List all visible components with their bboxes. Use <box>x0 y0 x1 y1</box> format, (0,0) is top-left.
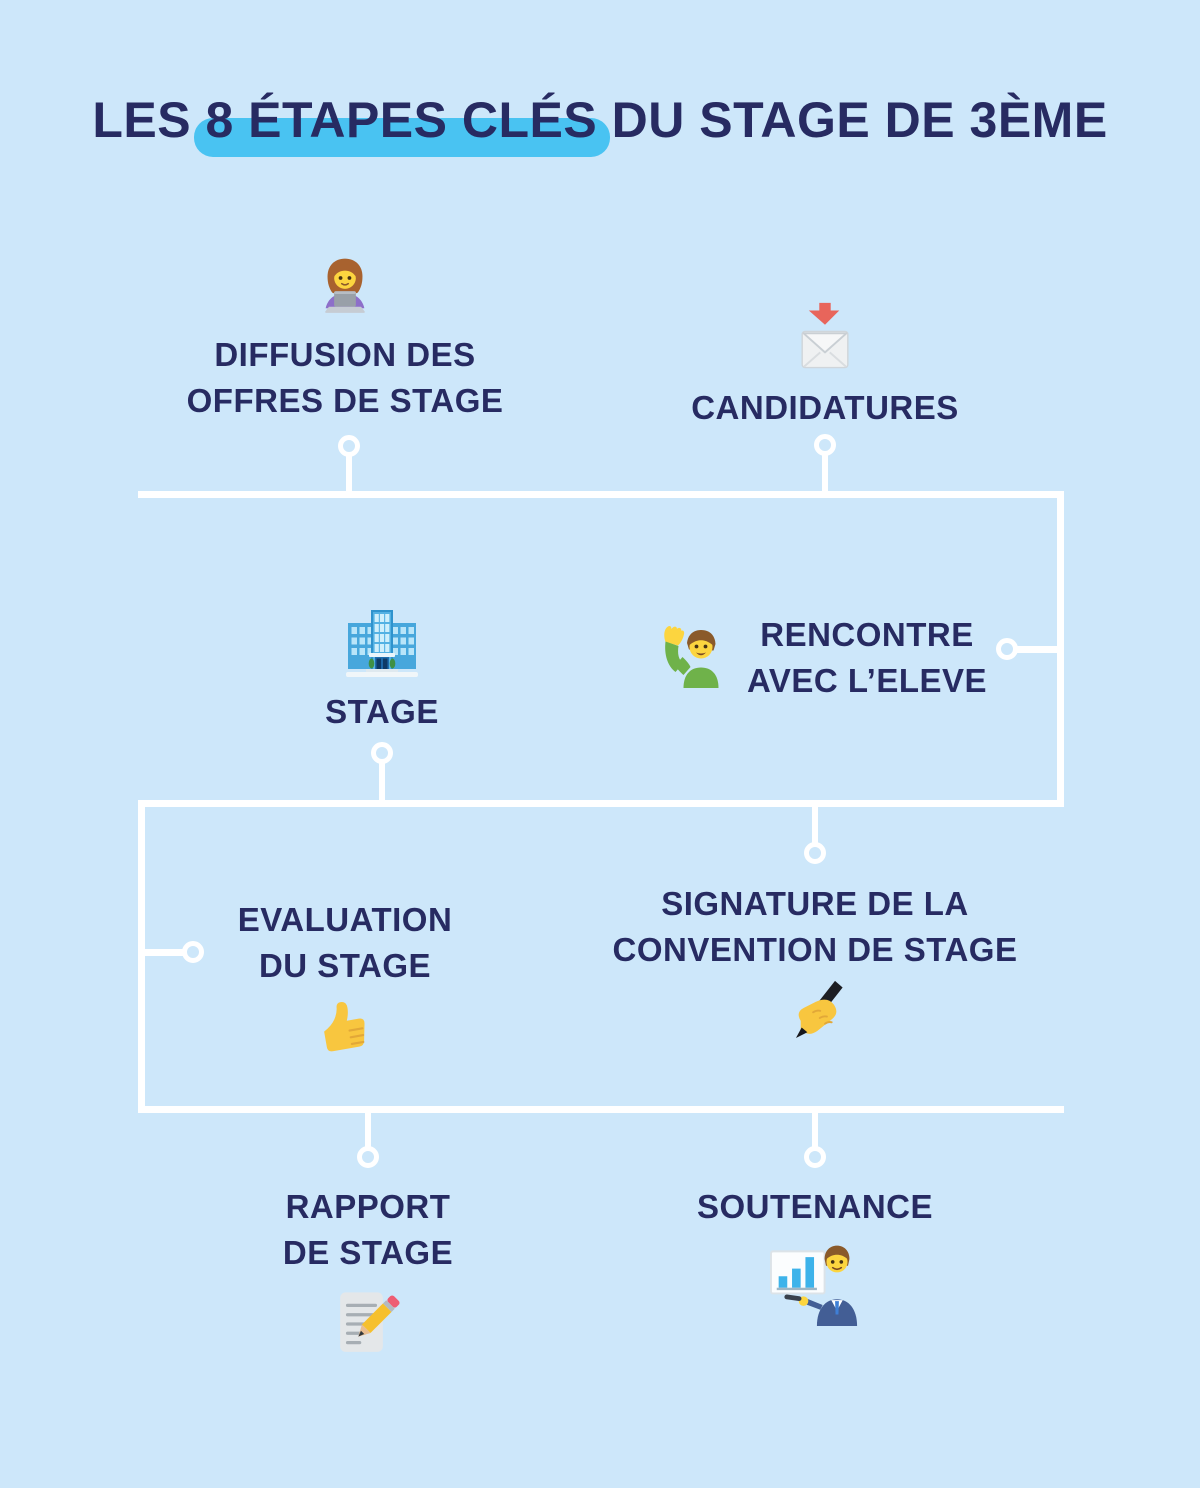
connector-line-right-vertical <box>1057 491 1064 807</box>
step-label-soutenance: SOUTENANCE <box>696 1188 934 1225</box>
step-label-signature: SIGNATURE DE LA CONVENTION DE STAGE <box>612 885 1018 968</box>
step-stage: STAGE <box>232 601 532 735</box>
step-rencontre-eleve: RENCONTRE AVEC L’ELEVE <box>622 612 1022 703</box>
connector-stem-rapport <box>365 1111 371 1147</box>
connector-node-diffusion <box>338 435 360 457</box>
connector-stem-candidatures <box>822 454 828 491</box>
connector-node-candidatures <box>814 434 836 456</box>
connector-node-soutenance <box>804 1146 826 1168</box>
memo-icon <box>340 1292 400 1352</box>
thumbs-up-icon <box>324 1002 365 1052</box>
connector-node-signature <box>804 842 826 864</box>
connector-line-row3 <box>138 1106 1064 1113</box>
title-suffix: DU STAGE DE 3ÈME <box>597 92 1108 148</box>
connector-node-rapport <box>357 1146 379 1168</box>
connector-line-left-vertical <box>138 800 145 1113</box>
connector-node-stage <box>371 742 393 764</box>
step-label-rapport: RAPPORT DE STAGE <box>282 1188 454 1271</box>
step-evaluation: EVALUATION DU STAGE <box>195 897 495 1060</box>
office-building-icon <box>346 610 418 677</box>
step-candidatures: CANDIDATURES <box>640 301 1010 431</box>
title-highlight: 8 ÉTAPES CLÉS <box>205 92 598 148</box>
connector-line-row2 <box>138 800 1064 807</box>
connector-stem-soutenance <box>812 1111 818 1147</box>
connector-stem-diffusion <box>346 455 352 491</box>
connector-node-evaluation <box>182 941 204 963</box>
step-label-candidatures: CANDIDATURES <box>691 389 959 426</box>
step-rapport: RAPPORT DE STAGE <box>218 1184 518 1363</box>
man-presenting-icon <box>770 1245 858 1326</box>
writing-hand-icon <box>795 980 843 1039</box>
connector-stub-evaluation <box>141 949 184 956</box>
connector-stem-stage <box>379 762 385 800</box>
step-diffusion-offres: DIFFUSION DES OFFRES DE STAGE <box>95 252 595 423</box>
page-title: LES 8 ÉTAPES CLÉS DU STAGE DE 3ÈME <box>0 90 1200 150</box>
connector-node-rencontre <box>996 638 1018 660</box>
step-label-diffusion: DIFFUSION DES OFFRES DE STAGE <box>186 336 504 419</box>
man-raising-hand-icon <box>664 625 719 688</box>
title-prefix: LES <box>92 92 206 148</box>
step-soutenance: SOUTENANCE <box>648 1184 982 1326</box>
connector-stem-signature <box>812 805 818 843</box>
connector-line-row1 <box>138 491 1064 498</box>
step-label-stage: STAGE <box>325 693 439 730</box>
connector-stub-rencontre <box>1016 646 1060 653</box>
incoming-envelope-icon <box>801 302 849 369</box>
step-label-rencontre: RENCONTRE AVEC L’ELEVE <box>746 616 988 699</box>
step-label-evaluation: EVALUATION DU STAGE <box>237 901 453 984</box>
step-signature-convention: SIGNATURE DE LA CONVENTION DE STAGE <box>578 881 1052 1058</box>
woman-technologist-icon <box>325 258 365 313</box>
